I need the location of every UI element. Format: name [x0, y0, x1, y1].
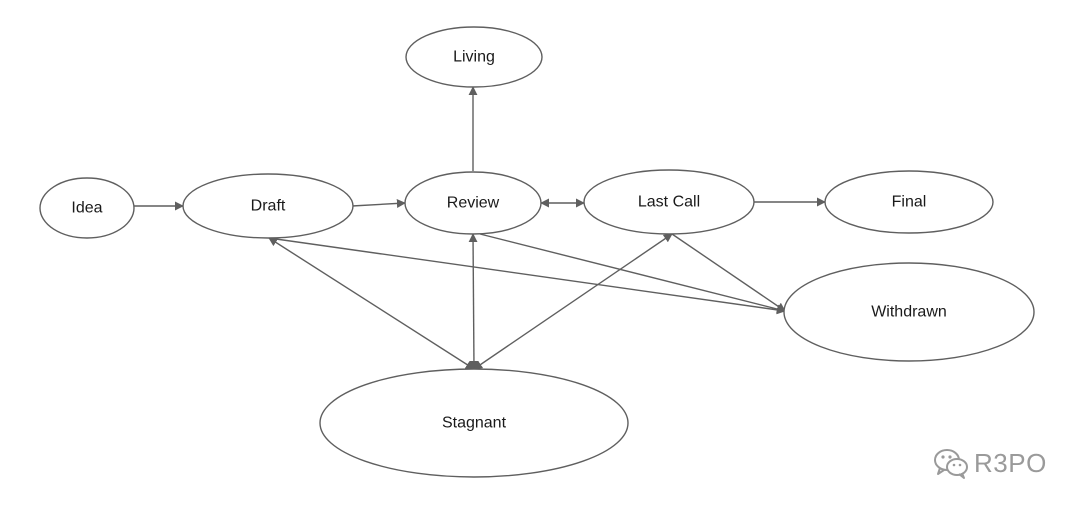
- node-last-call: Last Call: [583, 169, 755, 235]
- node-final-shape: [824, 170, 994, 234]
- node-idea: Idea: [39, 177, 135, 239]
- node-final: Final: [824, 170, 994, 234]
- node-final-label: Final: [892, 194, 927, 211]
- wechat-icon: [934, 449, 968, 479]
- watermark: R3PO: [932, 446, 1047, 480]
- edge-last-call-to-withdrawn: [671, 233, 786, 312]
- node-draft: Draft: [182, 173, 354, 239]
- watermark-text: R3PO: [974, 447, 1047, 478]
- node-draft-label: Draft: [251, 198, 286, 215]
- node-last-call-shape: [583, 169, 755, 235]
- node-idea-label: Idea: [71, 200, 102, 217]
- edges-layer: [134, 86, 826, 370]
- edge-draft-to-review: [351, 198, 406, 208]
- node-stagnant-shape: [319, 368, 629, 478]
- node-living-shape: [405, 26, 543, 88]
- node-idea-shape: [39, 177, 135, 239]
- node-draft-shape: [182, 173, 354, 239]
- edge-review-stagnant: [468, 233, 479, 370]
- nodes-layer: Idea Draft Living Review Last Call Final…: [39, 26, 1035, 478]
- edge-review-to-withdrawn: [479, 233, 786, 314]
- edge-last-call-stagnant: [473, 233, 673, 370]
- node-living: Living: [405, 26, 543, 88]
- node-last-call-label: Last Call: [638, 194, 700, 211]
- node-stagnant: Stagnant: [319, 368, 629, 478]
- node-review-label: Review: [447, 195, 500, 212]
- node-stagnant-label: Stagnant: [442, 415, 507, 432]
- edge-draft-stagnant: [268, 237, 475, 370]
- node-review-shape: [404, 171, 542, 235]
- node-withdrawn-shape: [783, 262, 1035, 362]
- edge-draft-to-withdrawn: [268, 237, 786, 315]
- node-living-label: Living: [453, 49, 495, 66]
- node-review: Review: [404, 171, 542, 235]
- node-withdrawn-label: Withdrawn: [871, 304, 947, 321]
- node-withdrawn: Withdrawn: [783, 262, 1035, 362]
